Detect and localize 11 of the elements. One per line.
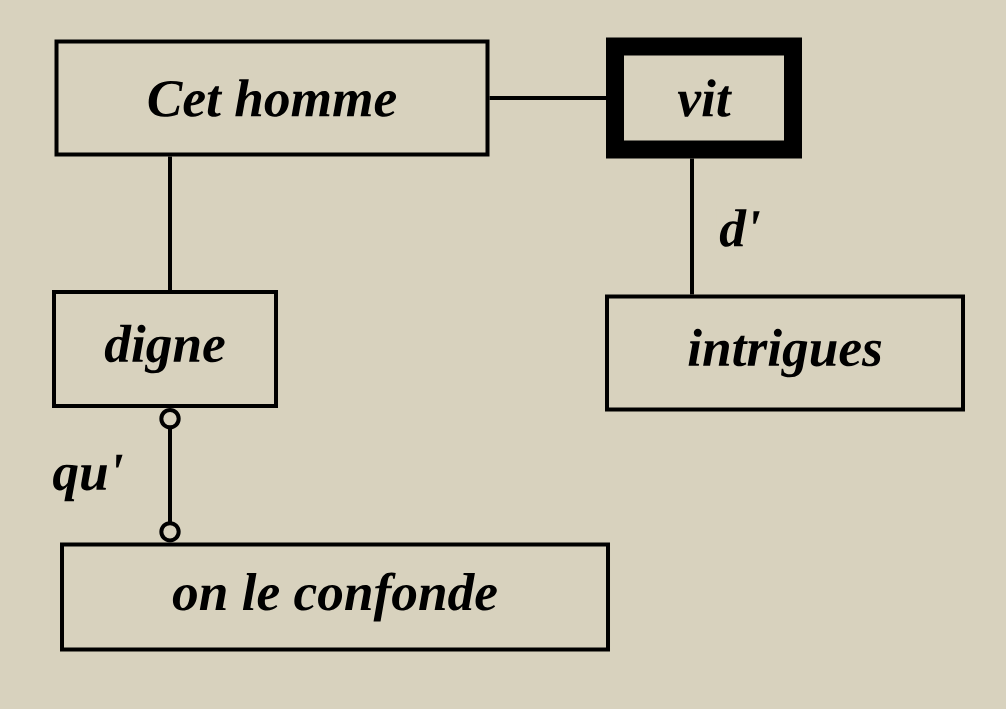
word-box: on le confonde — [60, 542, 610, 652]
word-box: intrigues — [605, 294, 965, 412]
connector-line — [159, 408, 181, 543]
connector-line — [489, 96, 606, 100]
word-box: vit — [606, 37, 802, 159]
edge-label: d' — [716, 206, 764, 250]
edge-label: qu' — [49, 452, 127, 504]
connector-line — [168, 156, 172, 290]
word-box: digne — [52, 290, 278, 408]
connector-line — [690, 158, 694, 295]
word-box: Cet homme — [54, 39, 490, 157]
